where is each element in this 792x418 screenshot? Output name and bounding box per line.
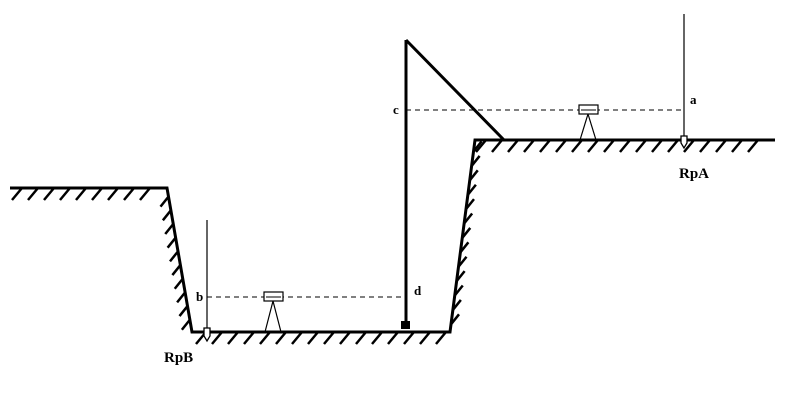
hatch-mark <box>587 139 599 153</box>
hatch-mark <box>472 140 483 153</box>
hatch-mark <box>275 331 287 345</box>
tripod-leg-right-upper <box>587 113 597 141</box>
hatch-mark <box>470 155 481 167</box>
hatch-mark <box>75 187 87 201</box>
hatch-mark <box>435 331 447 345</box>
hatch-mark <box>176 291 187 304</box>
hatch-mark <box>371 331 383 345</box>
sight-lines <box>207 109 684 298</box>
hatch-mark <box>457 255 468 268</box>
hatch-mark <box>465 198 475 210</box>
tripod-leg-left-lower <box>264 300 274 333</box>
hatch-mark <box>403 331 415 345</box>
hatch-mark <box>339 331 351 345</box>
hatch-mark <box>475 139 487 153</box>
hatch-mark <box>463 212 474 225</box>
hatch-mark <box>107 187 119 201</box>
hatch-mark <box>243 331 255 345</box>
hatch-mark <box>450 313 460 326</box>
ground-left-upper <box>10 138 775 334</box>
hatch-mark <box>159 195 170 208</box>
hatch-mark <box>699 139 711 153</box>
hatch-mark <box>307 331 319 345</box>
hatch-mark <box>731 139 743 153</box>
hatch-mark <box>166 236 177 249</box>
rod-b-foot <box>203 327 211 343</box>
hatch-mark <box>355 331 367 345</box>
hatch-mark <box>11 187 23 201</box>
hatch-mark <box>323 331 335 345</box>
tripod-leg-right-lower <box>272 300 282 333</box>
hatch-mark <box>523 139 535 153</box>
hatch-mark <box>459 241 470 254</box>
hatch-mark <box>123 187 135 201</box>
hatch-mark <box>667 139 679 153</box>
level-instrument-lower <box>263 291 284 333</box>
hatch-mark <box>419 331 431 345</box>
hatch-mark <box>27 187 39 201</box>
rod-a-foot <box>680 135 688 150</box>
hatch-mark <box>164 223 175 235</box>
hatch-mark <box>161 209 172 222</box>
ground-hatching <box>11 139 759 345</box>
hatch-mark <box>139 187 151 201</box>
hatch-mark <box>91 187 103 201</box>
hatch-mark <box>603 139 615 153</box>
rod-b <box>203 220 211 343</box>
hatch-mark <box>169 250 179 263</box>
hatch-mark <box>619 139 631 153</box>
hatch-mark <box>387 331 399 345</box>
hatch-mark <box>715 139 727 153</box>
hatch-mark <box>635 139 647 153</box>
hatch-mark <box>227 331 239 345</box>
label-rpb: RpB <box>164 350 193 366</box>
ground-profile <box>10 138 775 334</box>
hatch-mark <box>43 187 55 201</box>
label-b: b <box>196 289 203 304</box>
level-instrument-upper <box>578 104 599 141</box>
tripod-leg-left-upper <box>579 113 589 141</box>
hatch-mark <box>453 284 464 297</box>
hatch-mark <box>507 139 519 153</box>
label-d: d <box>414 283 422 298</box>
hatch-mark <box>571 139 583 153</box>
hatch-mark <box>451 299 462 311</box>
hatch-mark <box>59 187 71 201</box>
hatch-mark <box>468 169 479 182</box>
hatch-mark <box>651 139 663 153</box>
hatch-mark <box>173 277 184 290</box>
hatch-mark <box>683 139 695 153</box>
hatch-mark <box>178 305 189 317</box>
label-rpa: RpA <box>679 166 709 182</box>
label-c: c <box>393 102 399 117</box>
slant-rod <box>404 38 506 142</box>
hatch-mark <box>466 183 477 196</box>
hatch-mark <box>539 139 551 153</box>
hatch-mark <box>747 139 759 153</box>
leaning-rod <box>401 38 506 329</box>
hatch-mark <box>555 139 567 153</box>
hatch-mark <box>291 331 303 345</box>
label-a: a <box>690 92 697 107</box>
hatch-mark <box>259 331 271 345</box>
hatch-mark <box>455 270 466 282</box>
hatch-mark <box>171 264 182 276</box>
hatch-mark <box>211 331 223 345</box>
hatch-mark <box>180 318 191 331</box>
hatch-mark <box>491 139 503 153</box>
rod-a <box>680 14 688 150</box>
rod-base-block <box>401 321 410 329</box>
hatch-mark <box>461 227 472 239</box>
